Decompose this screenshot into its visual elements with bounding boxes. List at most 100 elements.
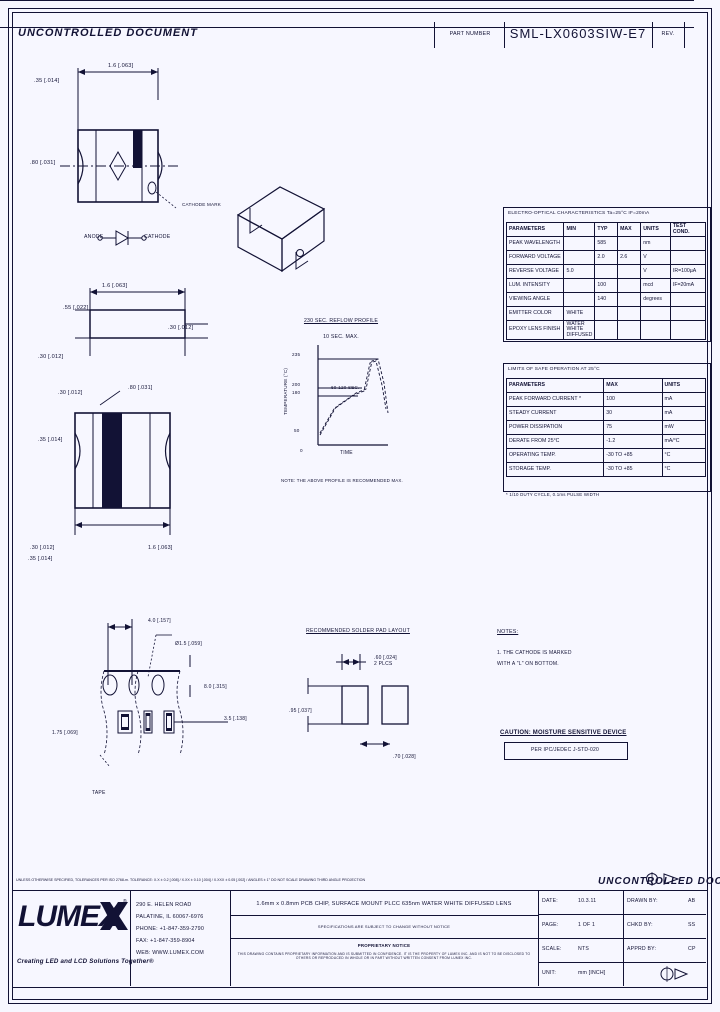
field-label: SCALE: bbox=[542, 946, 562, 952]
table-cell bbox=[669, 250, 707, 265]
caution-title: CAUTION: MOISTURE SENSITIVE DEVICE bbox=[500, 730, 627, 736]
topview-dim-left: .35 [.014] bbox=[34, 78, 60, 84]
graph-ylabel: TEMPERATURE (°C) bbox=[283, 367, 288, 415]
notes-item-1: WITH A "L" ON BOTTOM. bbox=[497, 661, 559, 667]
table-cell: 585 bbox=[594, 236, 619, 251]
table-cell: V bbox=[640, 264, 671, 279]
solder-pad-dim-bottom: .70 [.028] bbox=[393, 754, 416, 760]
part-number-label: PART NUMBER bbox=[449, 31, 491, 37]
table-cell bbox=[563, 250, 596, 265]
proprietary-text: THIS DRAWING CONTAINS PROPRIETARY INFORM… bbox=[237, 952, 531, 961]
table-cell: 75 bbox=[603, 420, 663, 435]
electro-table-border bbox=[503, 207, 711, 342]
column-header: PARAMETERS bbox=[505, 378, 605, 393]
top-view-drawing bbox=[60, 68, 180, 246]
field-label: DRAWN BY: bbox=[627, 898, 658, 904]
topview-dim-height: .80 [.031] bbox=[30, 160, 56, 166]
table-cell bbox=[617, 306, 642, 321]
rev-label: REV. bbox=[661, 31, 675, 37]
field-value: NTS bbox=[578, 946, 589, 952]
column-header: TEST COND. bbox=[669, 222, 707, 237]
field-label: CHKD BY: bbox=[627, 922, 653, 928]
table-cell bbox=[669, 306, 707, 321]
cathode-mark-note: CATHODE MARK bbox=[182, 202, 222, 207]
table-cell: OPERATING TEMP. bbox=[505, 448, 605, 463]
anode-label: ANODE bbox=[84, 234, 104, 240]
table-cell: mcd bbox=[640, 278, 671, 293]
field-value: AB bbox=[688, 898, 696, 904]
column-header: TYP bbox=[594, 222, 619, 237]
table-row: STORAGE TEMP.-30 TO +85°C bbox=[505, 462, 706, 477]
graph-xlabel: TIME bbox=[340, 450, 353, 456]
address-line: WEB: WWW.LUMEX.COM bbox=[136, 950, 204, 956]
tape-dim-width: 8.0 [.315] bbox=[204, 684, 227, 690]
table-cell: REVERSE VOLTAGE bbox=[505, 264, 565, 279]
limits-footnote: * 1/10 DUTY CYCLE, 0.1ms PULSE WIDTH bbox=[506, 492, 600, 497]
table-row: OPERATING TEMP.-30 TO +85°C bbox=[505, 448, 706, 463]
table-cell: mA/°C bbox=[661, 434, 706, 449]
table-cell: EPOXY LENS FINISH bbox=[505, 319, 565, 341]
company-tagline: Creating LED and LCD Solutions Together® bbox=[17, 958, 154, 965]
field-label: PAGE: bbox=[542, 922, 559, 928]
bottomview-dim-b: .80 [.031] bbox=[128, 385, 153, 391]
graph-footnote: NOTE: THE ABOVE PROFILE IS RECOMMENDED M… bbox=[281, 478, 403, 483]
table-cell: POWER DISSIPATION bbox=[505, 420, 605, 435]
side-view-drawing bbox=[75, 288, 208, 356]
title-bar bbox=[0, 0, 694, 28]
address-line: FAX: +1-847-359-8904 bbox=[136, 938, 195, 944]
table-cell: PEAK WAVELENGTH bbox=[505, 236, 565, 251]
table-cell: °C bbox=[661, 448, 706, 463]
field-label: UNIT: bbox=[542, 970, 556, 976]
table-cell bbox=[617, 278, 642, 293]
topview-dim-width: 1.6 [.063] bbox=[108, 63, 134, 69]
field-value: CP bbox=[688, 946, 696, 952]
table-cell: STORAGE TEMP. bbox=[505, 462, 605, 477]
table-cell bbox=[563, 278, 596, 293]
table-cell bbox=[563, 236, 596, 251]
table-cell: degrees bbox=[640, 292, 671, 307]
address-line: PALATINE, IL 60067-6976 bbox=[136, 914, 204, 920]
projection-symbol-footer bbox=[660, 966, 689, 982]
footer-block bbox=[12, 890, 708, 988]
table-cell bbox=[669, 236, 707, 251]
bottom-view-drawing bbox=[74, 390, 171, 535]
table-cell bbox=[617, 264, 642, 279]
solder-pad-title: RECOMMENDED SOLDER PAD LAYOUT bbox=[306, 628, 410, 634]
table-cell: DERATE FROM 25°C bbox=[505, 434, 605, 449]
table-cell: STEADY CURRENT bbox=[505, 406, 605, 421]
tape-dim-pitch: 4.0 [.157] bbox=[148, 618, 171, 624]
table-cell bbox=[594, 306, 619, 321]
table-cell: 30 bbox=[603, 406, 663, 421]
address-line: PHONE: +1-847-359-2790 bbox=[136, 926, 205, 932]
sideview-dim-pad: .30 [.012] bbox=[168, 325, 194, 331]
reflow-profile-graph bbox=[317, 345, 389, 446]
table-cell: 100 bbox=[603, 392, 663, 407]
table-cell: EMITTER COLOR bbox=[505, 306, 565, 321]
tolerance-note: UNLESS OTHERWISE SPECIFIED, TOLERANCES P… bbox=[16, 878, 366, 882]
field-value: 1 OF 1 bbox=[578, 922, 596, 928]
table-cell bbox=[640, 319, 671, 341]
product-description: 1.6mm x 0.8mm PCB CHIP, SURFACE MOUNT PL… bbox=[256, 901, 512, 907]
table-cell: -1.2 bbox=[603, 434, 663, 449]
table-cell: 140 bbox=[594, 292, 619, 307]
table-cell: mW bbox=[661, 420, 706, 435]
bottomview-dim-d: .35 [.014] bbox=[38, 437, 63, 443]
table-cell bbox=[669, 292, 707, 307]
notes-heading: NOTES: bbox=[497, 629, 519, 635]
cathode-label: CATHODE bbox=[144, 234, 171, 240]
table-cell: PEAK FORWARD CURRENT * bbox=[505, 392, 605, 407]
lumex-x-mark-icon bbox=[100, 902, 128, 930]
third-angle-projection-symbol bbox=[646, 872, 680, 886]
tape-dim-hole: Ø1.5 [.059] bbox=[175, 641, 202, 647]
